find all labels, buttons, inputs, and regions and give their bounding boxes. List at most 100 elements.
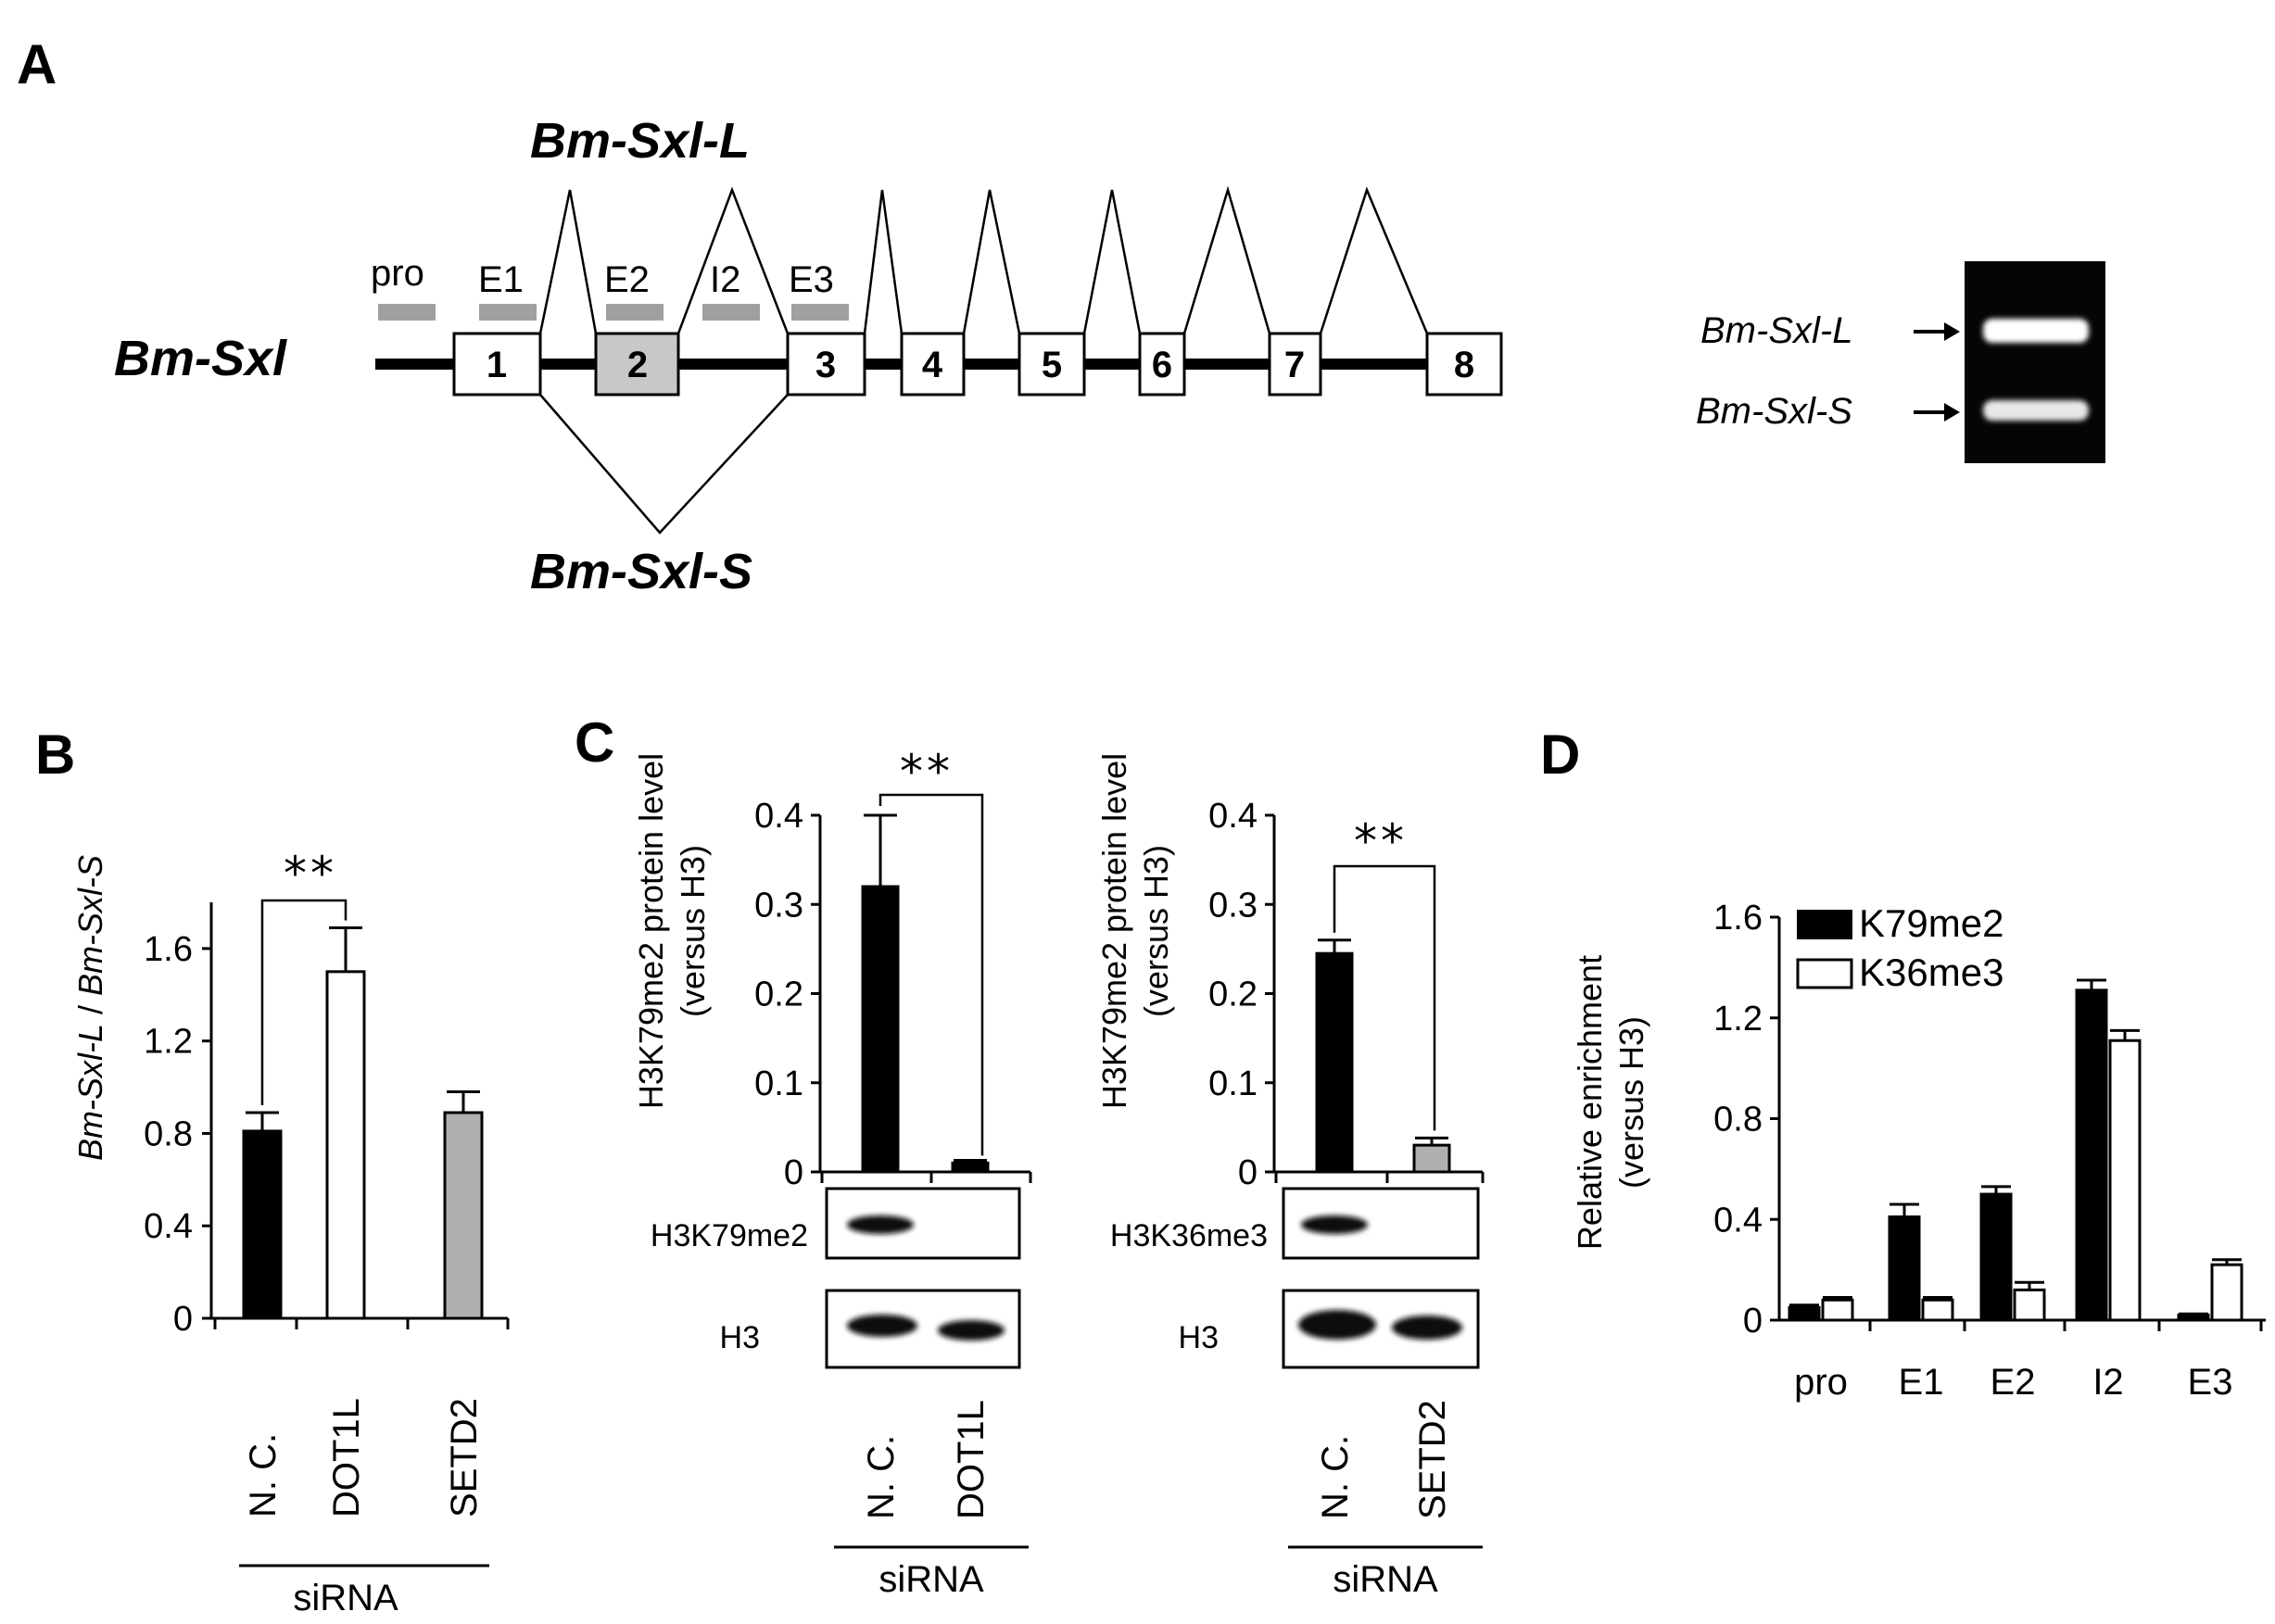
y-tick-label: 0.8 [144, 1114, 193, 1153]
significance-bracket [878, 793, 984, 1156]
x-category-label: DOT1L [951, 1400, 992, 1519]
bar [242, 1129, 283, 1320]
panel-d: D Relative enrichment (versus H3) 00.40.… [1540, 724, 2266, 1403]
exon-number: 6 [1152, 345, 1172, 385]
legend-label: K36me3 [1859, 950, 2003, 994]
region-label: pro [371, 253, 424, 294]
splice-junction [962, 189, 1021, 334]
panel-a: A Bm-Sxl-L Bm-Sxl Bm-Sxl-S pro E1 E2 I2 … [17, 33, 2105, 599]
significance-marker: ** [1354, 814, 1408, 868]
region-bar [791, 304, 849, 321]
splice-junction [1182, 185, 1271, 334]
splice-junction [676, 186, 790, 334]
legend-label: K79me2 [1859, 901, 2003, 945]
significance-bracket [1333, 864, 1436, 1131]
bar-k36me3 [2013, 1288, 2046, 1322]
splice-junction-short [539, 394, 789, 535]
x-category-label: SETD2 [444, 1398, 485, 1517]
exon-box [900, 332, 966, 397]
blot-band [1298, 1310, 1376, 1340]
group-label-sirna: siRNA [293, 1578, 398, 1618]
bar [951, 1161, 990, 1174]
y-tick-label: 0.4 [1208, 797, 1258, 836]
panel-b: B Bm-Sxl-L / Bm-Sxl-S 00.40.81.21.6N. C.… [35, 724, 510, 1618]
y-tick-label: 0 [784, 1153, 803, 1192]
splice-junction [863, 189, 904, 334]
blot-label: H3K79me2 [651, 1218, 808, 1253]
exon-number: 2 [627, 345, 648, 385]
region-label: I2 [710, 259, 740, 300]
significance-marker: ** [900, 745, 954, 799]
y-tick-label: 0.1 [1208, 1064, 1258, 1103]
blot-band [847, 1215, 914, 1234]
x-category-label: E1 [1899, 1362, 1944, 1403]
panel-label-c: C [575, 711, 614, 774]
y-tick-label: 1.2 [1713, 1000, 1763, 1039]
x-category-label: N. C. [1315, 1435, 1356, 1519]
y-tick-label: 0.3 [1208, 886, 1258, 925]
exon-box-alternative [594, 332, 680, 397]
blot-label: H3 [720, 1320, 760, 1355]
bar-k36me3 [2108, 1039, 2142, 1322]
significance-bracket [260, 899, 348, 1105]
y-tick-label: 0.4 [144, 1207, 193, 1246]
y-tick-label: 0 [1743, 1302, 1763, 1341]
region-label: E1 [478, 259, 524, 300]
y-tick-label: 0 [173, 1300, 193, 1339]
x-category-label: E2 [1991, 1362, 2036, 1403]
bar [861, 885, 900, 1174]
blot-band [847, 1315, 917, 1337]
blot-band [1392, 1316, 1462, 1340]
arrow-right-icon [1944, 322, 1960, 341]
gel-label-long: Bm-Sxl-L [1700, 310, 1852, 351]
bar-k79me2 [1888, 1215, 1921, 1322]
panel-c: C H3K79me2 protein level (versus H3) 0 0.… [575, 711, 1485, 1600]
group-label-sirna: siRNA [878, 1559, 984, 1600]
isoform-long-label: Bm-Sxl-L [530, 113, 750, 169]
bar-k36me3 [2210, 1263, 2243, 1322]
y-tick-label: 0.1 [754, 1064, 803, 1103]
chart-c2: 00.10.20.30.4N. C.SETD2 [1208, 797, 1485, 1519]
bar [1412, 1143, 1451, 1174]
region-bar [378, 304, 436, 321]
gel-band-long [1983, 319, 2089, 343]
blot-label: H3 [1179, 1320, 1219, 1355]
gene-name-label: Bm-Sxl [114, 331, 287, 386]
exon-number: 5 [1042, 345, 1062, 385]
region-label: E2 [604, 259, 650, 300]
exon-number: 7 [1284, 345, 1305, 385]
bar-k79me2 [1979, 1192, 2013, 1322]
y-tick-label: 0 [1238, 1153, 1258, 1192]
panel-label-a: A [17, 33, 57, 95]
region-bar [702, 304, 760, 321]
exon-box [1268, 332, 1322, 397]
exon-number: 4 [922, 345, 943, 385]
exon-box [1138, 332, 1186, 397]
legend-swatch-k79me2 [1797, 910, 1852, 939]
y-tick-label: 0.4 [754, 797, 803, 836]
significance-marker: ** [284, 847, 337, 900]
x-category-label: N. C. [861, 1435, 902, 1519]
y-tick-label: 0.4 [1713, 1201, 1763, 1240]
y-axis-label-c2: H3K79me2 protein level [1095, 753, 1133, 1109]
y-tick-label: 0.2 [1208, 976, 1258, 1014]
bar-k79me2 [2075, 988, 2108, 1322]
splice-junction [1319, 186, 1429, 334]
gel-label-short: Bm-Sxl-S [1696, 391, 1852, 432]
y-axis-label-d: Relative enrichment [1571, 955, 1609, 1250]
bar-k36me3 [1821, 1298, 1854, 1322]
panel-label-d: D [1540, 724, 1580, 786]
y-axis-label-b: Bm-Sxl-L / Bm-Sxl-S [71, 855, 109, 1161]
bar-k79me2 [2177, 1314, 2210, 1322]
blot-band [1301, 1215, 1368, 1234]
y-axis-label-c2-sub: (versus H3) [1137, 845, 1175, 1017]
arrow-right-icon [1944, 403, 1960, 422]
bar [443, 1111, 484, 1320]
y-axis-label-c1-sub: (versus H3) [674, 845, 712, 1017]
bar [325, 970, 366, 1320]
isoform-short-label: Bm-Sxl-S [530, 544, 752, 599]
blot-label: H3K36me3 [1110, 1218, 1268, 1253]
